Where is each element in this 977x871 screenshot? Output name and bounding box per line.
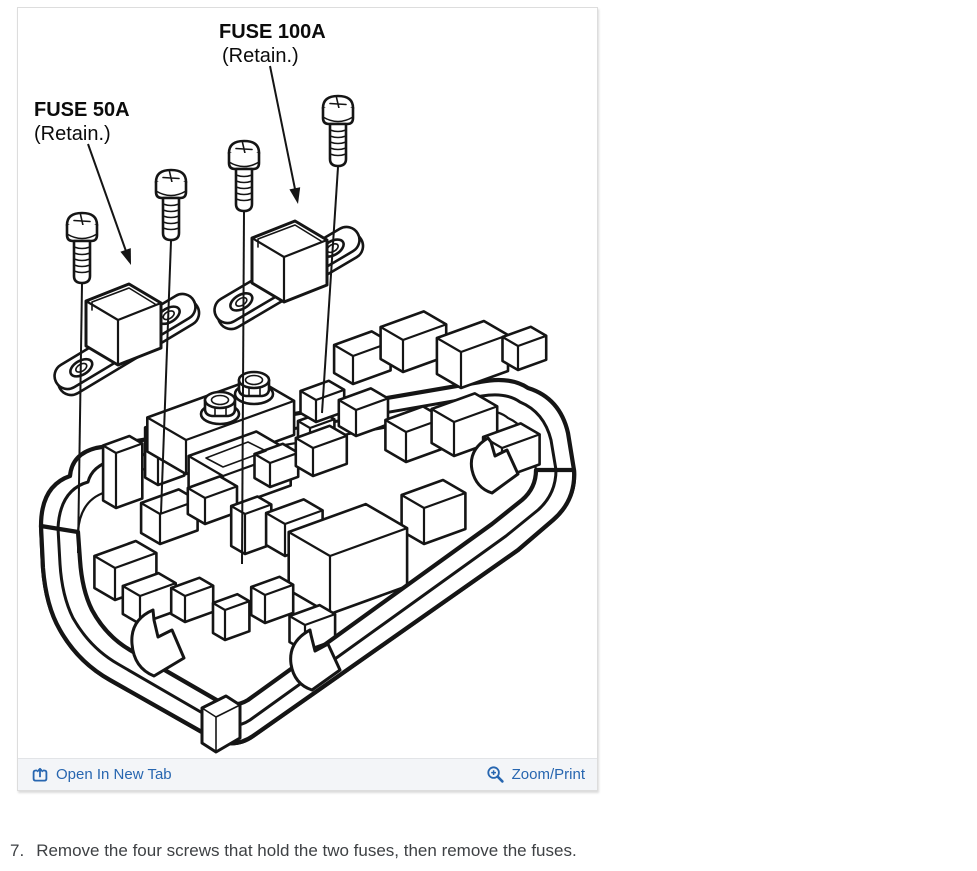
fuse-box-diagram: FUSE 100A (Retain.) FUSE 50A (Retain.) [34, 21, 577, 754]
callout-arrows [87, 65, 301, 265]
relay-window-detail [205, 441, 267, 468]
open-in-new-tab-icon [32, 767, 48, 782]
mounting-foot [200, 694, 242, 754]
fuse-100a-sublabel: (Retain.) [222, 45, 299, 67]
screw-leader-lines [77, 166, 339, 565]
zoom-in-icon [487, 766, 504, 783]
fuse-blocks-front [93, 392, 541, 653]
instruction-step: 7. Remove the four screws that hold the … [10, 841, 577, 861]
fuse-100a-body [250, 219, 329, 304]
fuse-50a-sublabel: (Retain.) [34, 123, 111, 145]
side-clips [130, 436, 520, 692]
fuse-50a-body [84, 282, 163, 367]
zoom-print-label: Zoom/Print [511, 766, 585, 783]
fuse-100a-label: FUSE 100A [219, 21, 326, 43]
step-number: 7. [10, 841, 25, 860]
zoom-print-link[interactable]: Zoom/Print [486, 765, 585, 784]
open-in-new-tab-link[interactable]: Open In New Tab [32, 766, 172, 783]
fuse-50a-label: FUSE 50A [34, 99, 130, 121]
step-text: Remove the four screws that hold the two… [36, 841, 577, 860]
image-viewer: FUSE 100A (Retain.) FUSE 50A (Retain.) O… [17, 7, 598, 791]
open-in-new-tab-label: Open In New Tab [56, 766, 172, 783]
image-toolbar: Open In New Tab Zoom/Print [18, 758, 597, 790]
diagram-canvas: FUSE 100A (Retain.) FUSE 50A (Retain.) [18, 8, 597, 758]
